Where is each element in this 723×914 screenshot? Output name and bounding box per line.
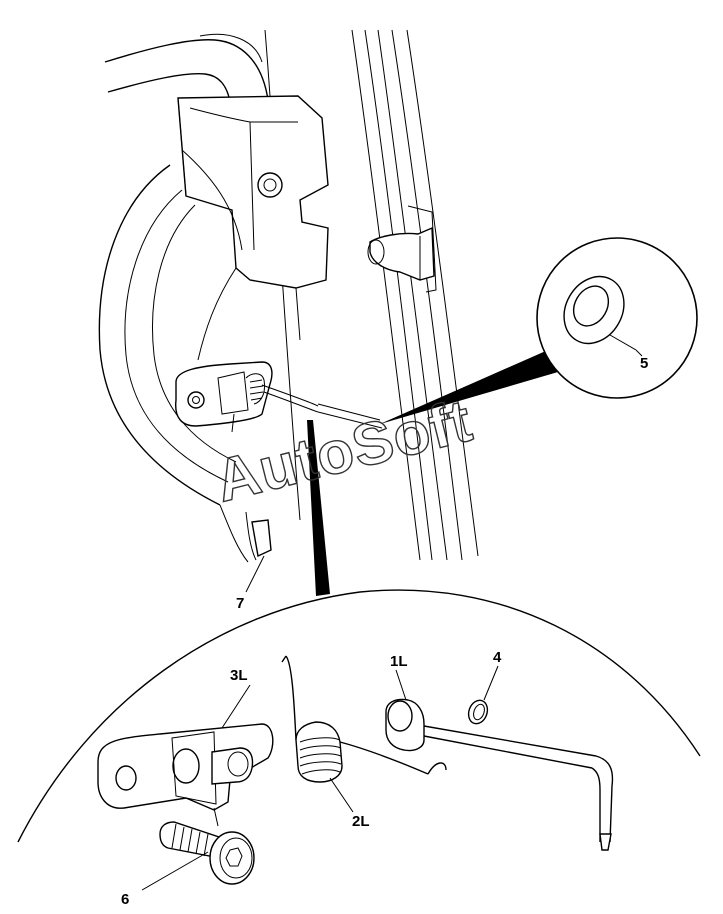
part-3L-bracket bbox=[97, 723, 274, 827]
leader-lines bbox=[141, 349, 643, 891]
part-4-ring bbox=[467, 699, 489, 725]
callout-2L: 2L bbox=[352, 813, 370, 830]
part-2L-spring bbox=[281, 655, 447, 783]
part-1L-bushing-rod bbox=[385, 698, 614, 851]
callout-5: 5 bbox=[640, 355, 648, 372]
door-frame-assembly bbox=[98, 29, 479, 563]
detail-circle-5 bbox=[536, 237, 698, 399]
callout-1L: 1L bbox=[390, 653, 408, 670]
part-6-bolt bbox=[159, 821, 255, 885]
callout-3L: 3L bbox=[230, 667, 248, 684]
callout-7: 7 bbox=[236, 595, 244, 612]
callout-4: 4 bbox=[493, 649, 502, 666]
detail-pointer-wedge-5 bbox=[380, 350, 558, 424]
exploded-view bbox=[17, 589, 701, 885]
callout-6: 6 bbox=[121, 891, 129, 908]
detail-pointer-wedge bbox=[307, 420, 330, 596]
